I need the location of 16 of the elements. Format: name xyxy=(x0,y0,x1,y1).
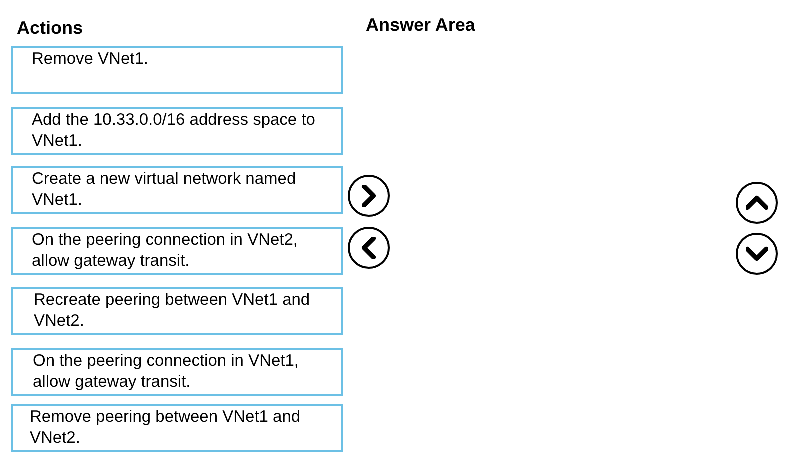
action-card xyxy=(11,46,343,94)
action-card xyxy=(11,348,343,396)
action-text: Create a new virtual network named VNet1. xyxy=(32,169,298,211)
action-text: On the peering connection in VNet1, allow gateway transit. xyxy=(33,351,300,393)
action-text: Recreate peering between VNet1 and VNet2. xyxy=(34,290,312,332)
action-card xyxy=(11,287,343,335)
action-card xyxy=(11,404,343,452)
action-text: Remove peering between VNet1 and VNet2. xyxy=(30,407,302,449)
action-card xyxy=(11,107,343,155)
action-text: Add the 10.33.0.0/16 address space to VNet1. xyxy=(32,110,316,152)
action-card xyxy=(11,227,343,275)
section-heading: Actions xyxy=(17,17,84,39)
action-text: On the peering connection in VNet2, allow gateway transit. xyxy=(32,230,300,272)
section-heading: Answer Area xyxy=(366,14,476,36)
action-text: Remove VNet1. xyxy=(32,49,150,70)
action-card xyxy=(11,166,343,214)
